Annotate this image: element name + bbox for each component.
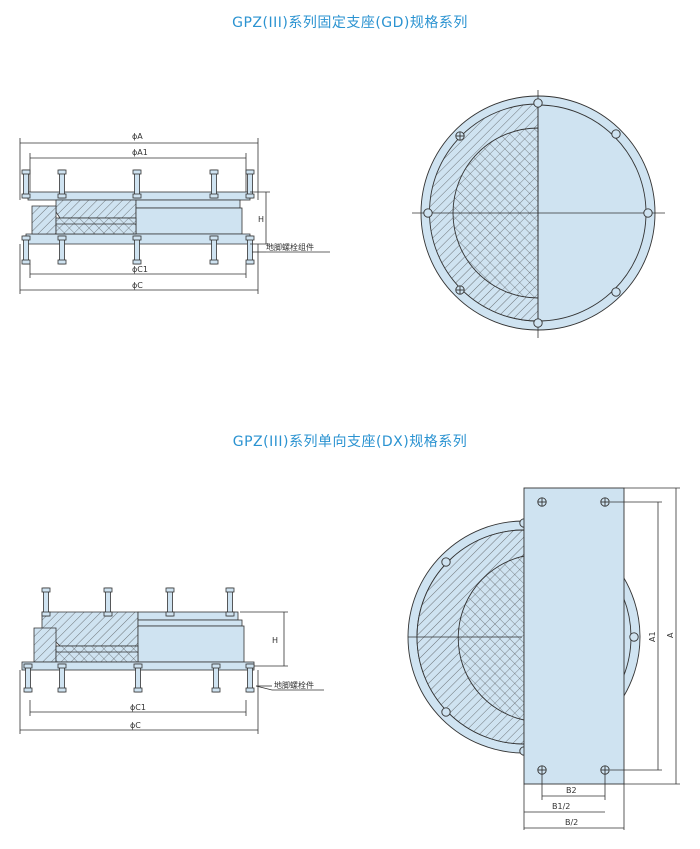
section1-title: GPZ(III)系列固定支座(GD)规格系列	[232, 15, 468, 31]
dx-dimensions	[523, 487, 680, 830]
dx-anchor-label: 地脚螺栓件	[274, 680, 314, 690]
dx-phiC-label: ϕC	[130, 721, 141, 730]
dx-A-label: A	[666, 632, 675, 638]
gd-phiC-label: ϕC	[132, 281, 143, 290]
gd-H-label: H	[258, 215, 264, 224]
dx-Bhalf-label: B/2	[565, 818, 578, 827]
dx-B2-label: B2	[566, 786, 577, 795]
gd-phiA-label: ϕA	[132, 132, 143, 141]
dx-H-label: H	[272, 636, 278, 645]
dx-plan-view	[407, 487, 641, 785]
dx-B1half-label: B1/2	[552, 802, 570, 811]
dx-side-view	[19, 587, 324, 734]
dx-A1-label: A1	[648, 631, 657, 642]
gd-anchor-label: 地脚螺栓组件	[266, 242, 314, 252]
gd-side-view	[19, 138, 330, 294]
section2-title: GPZ(III)系列单向支座(DX)规格系列	[232, 434, 468, 450]
gd-plan-view	[412, 90, 665, 338]
gd-phiC1-label: ϕC1	[132, 265, 148, 274]
gd-phiA1-label: ϕA1	[132, 148, 148, 157]
dx-phiC1-label: ϕC1	[130, 703, 146, 712]
